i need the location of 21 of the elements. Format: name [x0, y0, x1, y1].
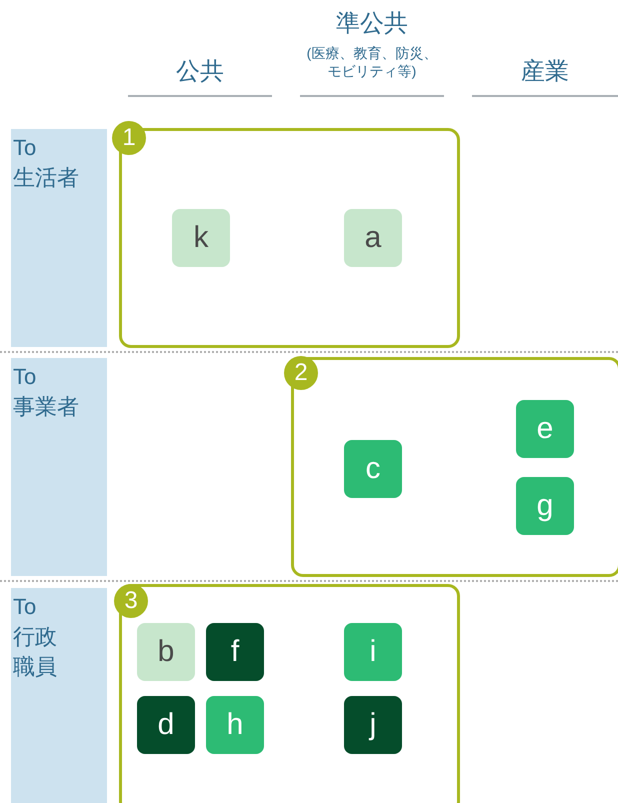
letter-tile: i [344, 623, 402, 681]
letter-tile: f [206, 623, 264, 681]
number-badge: 3 [114, 584, 148, 618]
letter-tile: j [344, 696, 402, 754]
column-heading: 公共 [175, 58, 225, 86]
letter-tile: k [172, 209, 230, 267]
letter-tile: g [516, 477, 574, 535]
number-badge: 2 [284, 356, 318, 390]
row-header: To 事業者 [11, 358, 107, 576]
letter-tile: a [344, 209, 402, 267]
column-heading: 準公共 [335, 10, 409, 38]
row-header: To 生活者 [11, 129, 107, 347]
column-heading: 産業 [520, 58, 570, 86]
letter-tile: e [516, 400, 574, 458]
row-header: To 行政職員 [11, 588, 107, 803]
column-subheading: (医療、教育、防災、モビリティ等) [306, 44, 438, 80]
letter-tile: c [344, 440, 402, 498]
letter-tile: b [137, 623, 195, 681]
letter-tile: h [206, 696, 264, 754]
number-badge: 1 [112, 121, 146, 155]
letter-tile: d [137, 696, 195, 754]
